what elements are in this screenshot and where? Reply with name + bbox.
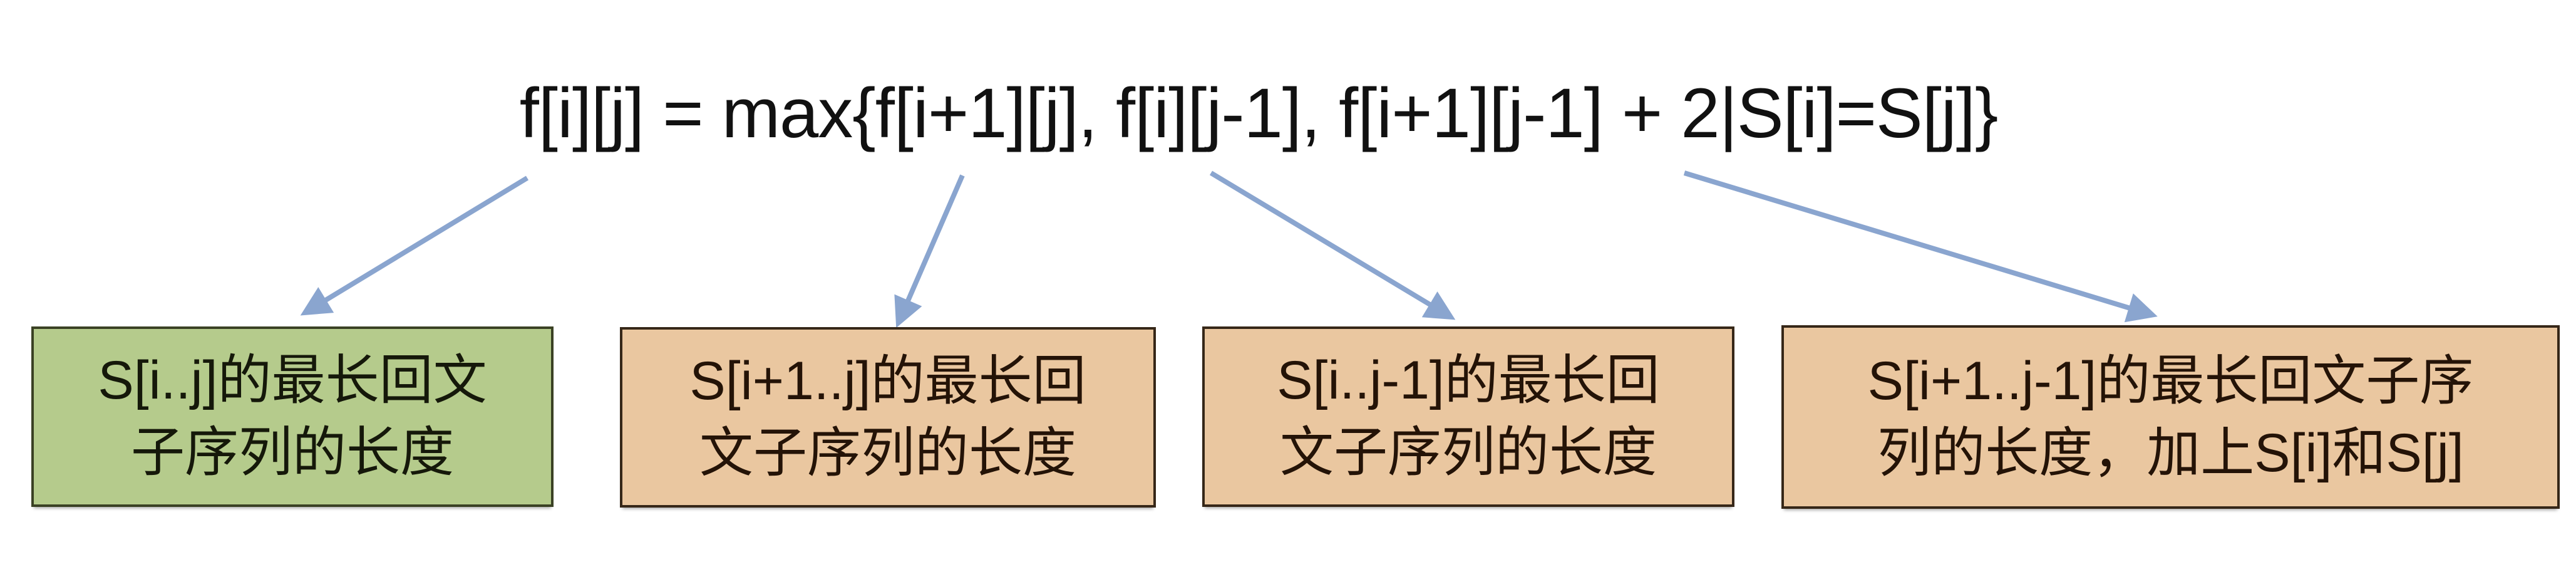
box-lps-s-i-j: S[i..j]的最长回文 子序列的长度 <box>31 326 554 507</box>
box-text-line-2: 文子序列的长度 <box>1280 422 1657 482</box>
arrow-formula-to-box-4 <box>1683 170 2158 323</box>
arrow-formula-to-box-2 <box>894 174 965 328</box>
box-text-line-1: S[i+1..j]的最长回 <box>689 351 1086 411</box>
box-lps-s-i-j-minus-1: S[i..j-1]的最长回 文子序列的长度 <box>1202 326 1734 507</box>
arrow-formula-to-box-3 <box>1209 170 1456 320</box>
box-lps-s-i-plus-1-j: S[i+1..j]的最长回 文子序列的长度 <box>620 327 1156 508</box>
arrow-formula-to-box-1 <box>300 175 529 316</box>
box-text-line-1: S[i..j]的最长回文 <box>98 350 487 410</box>
box-text-line-2: 文子序列的长度 <box>699 423 1076 483</box>
box-text-line-1: S[i+1..j-1]的最长回文子序 <box>1867 350 2474 411</box>
box-text-line-2: 子序列的长度 <box>131 422 454 482</box>
formula-text: f[i][j] = max{f[i+1][j], f[i][j-1], f[i+… <box>519 74 1999 152</box>
box-text-line-2: 列的长度，加上S[i]和S[j] <box>1877 422 2464 483</box>
box-text-line-1: S[i..j-1]的最长回 <box>1277 350 1660 410</box>
box-lps-s-i-plus-1-j-minus-1-plus-2: S[i+1..j-1]的最长回文子序 列的长度，加上S[i]和S[j] <box>1781 325 2560 509</box>
